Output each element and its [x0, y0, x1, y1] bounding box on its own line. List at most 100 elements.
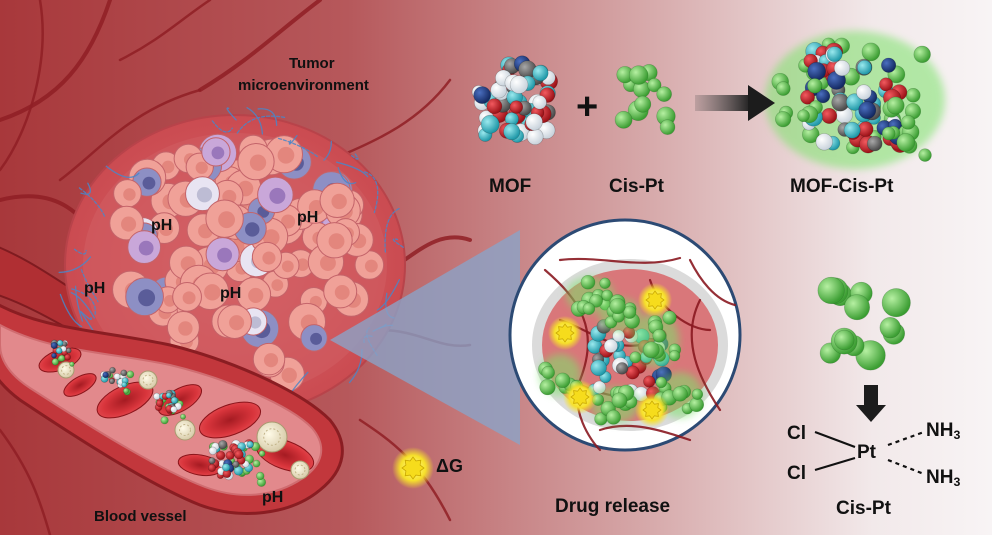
mof-particle [471, 55, 558, 146]
drug-molecule [58, 354, 66, 362]
ph-label-2: pH [297, 209, 319, 226]
drug-molecule [160, 416, 169, 425]
capillary [558, 256, 682, 264]
mof-atom [65, 347, 72, 354]
drug-molecule [655, 376, 667, 389]
collagen-fiber [80, 269, 99, 303]
mof-atom [843, 121, 861, 139]
mof-atom [50, 341, 58, 350]
arrow-down-icon [856, 385, 886, 422]
drug-molecule [881, 126, 896, 141]
subscript-3: 3 [953, 475, 961, 490]
ph-label-1: pH [151, 217, 173, 234]
cell-nucleus [310, 332, 323, 345]
drug-molecule [775, 111, 792, 128]
collagen-fiber [277, 137, 319, 158]
cell-nucleus [249, 154, 267, 171]
cell-nucleus [182, 291, 196, 305]
sun-body [555, 323, 575, 343]
white-blood-cell [57, 361, 75, 379]
collagen-fiber [211, 120, 233, 133]
cis-pt-bottom-label: Cis-Pt [836, 498, 891, 519]
cell-nucleus [138, 289, 156, 307]
mof-atom [215, 450, 226, 461]
drug-molecule [589, 293, 603, 308]
white-blood-cells [57, 361, 310, 480]
cell-nucleus [281, 214, 296, 229]
collagen-fiber [376, 279, 400, 311]
mof-atom [509, 100, 524, 114]
mof-atom [56, 339, 64, 347]
collagen-fiber [350, 152, 359, 160]
mof-atom [856, 84, 872, 101]
drug-molecule [797, 109, 810, 123]
mof-atom [109, 366, 116, 374]
delta-g-label: ΔG [436, 456, 463, 476]
cell-nucleus [161, 160, 175, 174]
sun-body [401, 456, 425, 480]
drug-molecule [881, 288, 911, 318]
drug-molecule [580, 274, 596, 290]
collagen-fiber [105, 165, 140, 179]
mof-atom [486, 98, 503, 115]
mof-atom [525, 113, 543, 131]
red-blood-cell [198, 401, 262, 439]
mof-atom [64, 353, 71, 361]
cis-pt-cluster-large [817, 276, 911, 371]
drug-molecule [879, 317, 901, 339]
collagen-fiber [323, 140, 332, 161]
subscript-3: 3 [953, 428, 961, 443]
white-cell-texture [61, 365, 71, 375]
mof-atom [590, 359, 607, 377]
cl-label-top: Cl [787, 423, 806, 444]
mof-label: MOF [489, 176, 532, 197]
cell-nucleus [320, 255, 336, 271]
cis-pt-cluster [614, 64, 676, 135]
drug-molecule [541, 365, 555, 380]
sun-icon [392, 447, 434, 489]
collagen-fiber [58, 256, 92, 274]
white-blood-cell [256, 421, 288, 453]
mof-atom [473, 86, 492, 104]
nh3-label-bottom: NH3 [926, 468, 960, 488]
mof-atom [113, 373, 121, 380]
drug-molecule [918, 148, 932, 162]
cell-nucleus [159, 222, 174, 237]
mof-atom [821, 107, 838, 124]
mof-cis-pt-label: MOF-Cis-Pt [790, 176, 894, 197]
nh3-label-top: NH3 [926, 421, 960, 441]
collagen-fiber [336, 161, 369, 178]
collagen-fiber [288, 134, 298, 145]
white-cell-texture [179, 424, 191, 436]
mof-atom [232, 460, 240, 468]
drug-molecule [672, 386, 688, 402]
mof-atom [815, 133, 833, 151]
white-blood-cell [138, 370, 158, 390]
cell-nucleus [262, 229, 280, 246]
drug-molecule [775, 81, 791, 96]
capillary [690, 298, 722, 412]
mof-atom [800, 89, 815, 105]
ph-label-4: pH [220, 285, 242, 302]
vessel-branch [198, 0, 322, 92]
collagen-fiber [226, 107, 237, 121]
drug-molecule [252, 459, 261, 468]
drug-molecule [628, 65, 649, 85]
mof-atom [55, 347, 63, 355]
mof-atom [207, 463, 217, 472]
cell-nucleus [281, 367, 297, 383]
mof-atom [208, 457, 216, 465]
drug-molecule [647, 78, 662, 93]
drug-molecule [622, 305, 637, 319]
collagen-fiber [73, 248, 87, 255]
drug-molecule [609, 297, 626, 315]
drug-molecule [601, 289, 613, 302]
cell-nucleus [328, 233, 345, 250]
mof-atom [826, 46, 843, 62]
drug-molecule [258, 450, 266, 457]
mof-atom [846, 93, 864, 111]
plus-sign: + [576, 86, 599, 128]
collagen-fiber [364, 171, 379, 214]
ph-label-5: pH [262, 489, 284, 506]
